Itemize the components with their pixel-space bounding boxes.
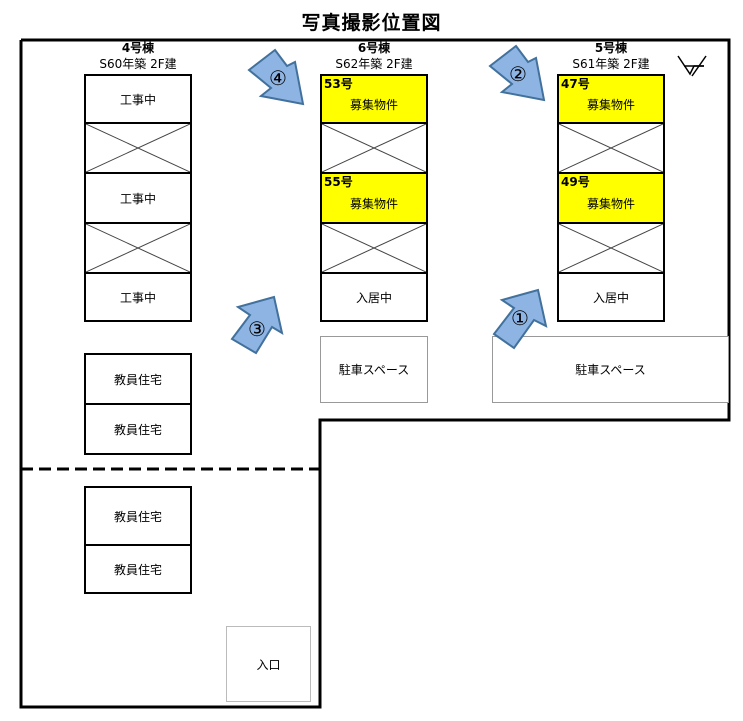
unit-number: 47号	[561, 77, 590, 91]
unit-status: 募集物件	[586, 97, 635, 112]
building-6-unit-5: 入居中	[320, 272, 428, 322]
building-6-unit-53[interactable]: 53号 募集物件	[320, 74, 428, 124]
unit-status: 工事中	[119, 92, 156, 107]
unit-status: 工事中	[119, 191, 156, 206]
photo-point-1-arrow	[488, 286, 558, 356]
teacher-housing-4: 教員住宅	[84, 544, 192, 594]
photo-point-2-arrow	[488, 44, 554, 106]
building-5-unit-47[interactable]: 47号 募集物件	[557, 74, 665, 124]
unit-number: 53号	[324, 77, 353, 91]
teacher-housing-3: 教員住宅	[84, 486, 192, 546]
photo-point-3-label: ③	[248, 317, 266, 341]
unit-number: 55号	[324, 175, 353, 189]
entrance: 入口	[226, 626, 311, 702]
unit-status: 工事中	[119, 290, 156, 305]
photo-point-1-label: ①	[511, 306, 529, 330]
building-5-unit-4	[557, 222, 665, 274]
unit-status: 募集物件	[349, 196, 398, 211]
unit-status: 入居中	[592, 290, 629, 305]
building-6-unit-55[interactable]: 55号 募集物件	[320, 172, 428, 224]
cross-mark-icon	[559, 124, 663, 172]
building-6-unit-2	[320, 122, 428, 174]
unit-status: 募集物件	[349, 97, 398, 112]
building-6-name: 6号棟	[357, 41, 391, 55]
building-4-unit-2	[84, 122, 192, 174]
north-compass-icon	[670, 50, 714, 80]
building-4-unit-3: 工事中	[84, 172, 192, 224]
map-title: 写真撮影位置図	[301, 12, 442, 34]
building-4-unit-5: 工事中	[84, 272, 192, 322]
cross-mark-icon	[559, 224, 663, 272]
teacher-housing-1: 教員住宅	[84, 353, 192, 405]
building-4-unit-1: 工事中	[84, 74, 192, 124]
parking-space-2: 駐車スペース	[492, 336, 729, 403]
building-5-unit-49[interactable]: 49号 募集物件	[557, 172, 665, 224]
unit-number: 49号	[561, 175, 590, 189]
parking-space-1: 駐車スペース	[320, 336, 428, 403]
building-5-unit-2	[557, 122, 665, 174]
building-6-year: S62年築 2F建	[335, 57, 413, 71]
cross-mark-icon	[86, 224, 190, 272]
building-4-name: 4号棟	[121, 41, 155, 55]
photo-point-2-label: ②	[509, 62, 527, 86]
building-5-year: S61年築 2F建	[572, 57, 650, 71]
building-6-unit-4	[320, 222, 428, 274]
building-4-unit-4	[84, 222, 192, 274]
photo-point-4-arrow	[247, 48, 313, 110]
cross-mark-icon	[86, 124, 190, 172]
photo-point-4-label: ④	[269, 66, 287, 90]
unit-status: 入居中	[355, 290, 392, 305]
building-4-year: S60年築 2F建	[99, 57, 177, 71]
cross-mark-icon	[322, 124, 426, 172]
cross-mark-icon	[322, 224, 426, 272]
unit-status: 募集物件	[586, 196, 635, 211]
photo-point-3-arrow	[228, 295, 288, 355]
teacher-housing-2: 教員住宅	[84, 403, 192, 455]
building-5-name: 5号棟	[594, 41, 628, 55]
building-5-unit-5: 入居中	[557, 272, 665, 322]
